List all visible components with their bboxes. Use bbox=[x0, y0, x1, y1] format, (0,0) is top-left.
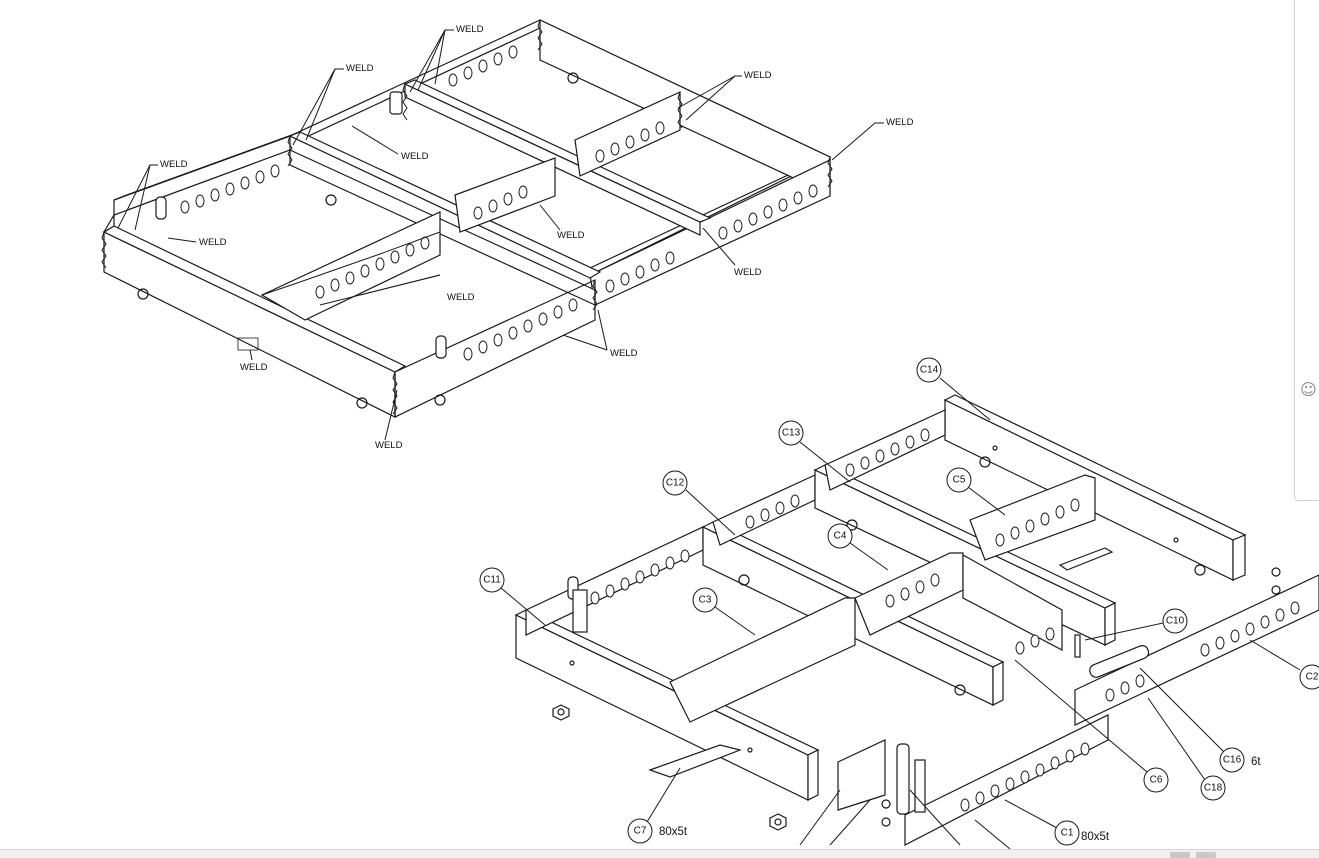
balloon-c11: C11 bbox=[483, 575, 501, 586]
balloon-c3: C3 bbox=[699, 595, 712, 606]
side-panel bbox=[1294, 0, 1319, 501]
exploded-assembly-view bbox=[514, 394, 1319, 846]
back-end-holes bbox=[845, 428, 930, 477]
mid-cross-holes-c bbox=[595, 121, 665, 163]
balloon-c18: C18 bbox=[1204, 783, 1223, 794]
c1-spec: 80x5t bbox=[1081, 831, 1110, 843]
balloon-c5: C5 bbox=[953, 475, 966, 486]
balloon-c4: C4 bbox=[834, 531, 847, 542]
c16-spec: 6t bbox=[1251, 756, 1261, 768]
weld-label: WELD bbox=[375, 440, 403, 451]
weld-label: WELD bbox=[744, 70, 772, 81]
mid-cross-holes-b bbox=[473, 185, 528, 220]
right-end-holes bbox=[605, 184, 818, 293]
balloon-c10: C10 bbox=[1166, 616, 1185, 627]
c4-holes bbox=[885, 573, 940, 608]
mid-cross-holes-a bbox=[315, 236, 430, 299]
balloon-c7: C7 bbox=[634, 826, 647, 837]
weld-label: WELD bbox=[456, 24, 484, 35]
balloon-c6: C6 bbox=[1150, 775, 1163, 786]
weld-label: WELD bbox=[734, 267, 762, 278]
balloon-c13: C13 bbox=[782, 428, 801, 439]
weld-label: WELD bbox=[160, 159, 188, 170]
weld-label: WELD bbox=[557, 230, 585, 241]
weld-callouts: WELD WELD WELD WELD WELD WELD WELD WELD … bbox=[117, 24, 914, 451]
back-rail-holes bbox=[448, 45, 518, 87]
c11-end-holes bbox=[590, 549, 690, 605]
c7-spec: 80x5t bbox=[659, 826, 688, 838]
weld-label: WELD bbox=[447, 292, 475, 303]
status-bar bbox=[0, 849, 1319, 858]
balloon-c16: C16 bbox=[1223, 755, 1242, 766]
weld-label: WELD bbox=[199, 237, 227, 248]
balloon-c2: C2 bbox=[1306, 672, 1319, 683]
weld-label: WELD bbox=[886, 117, 914, 128]
c1-holes bbox=[960, 742, 1090, 812]
balloon-c1: C1 bbox=[1061, 828, 1074, 839]
welded-assembly-view bbox=[101, 19, 833, 418]
weld-seams bbox=[101, 19, 833, 415]
weld-label: WELD bbox=[610, 348, 638, 359]
front-end-holes bbox=[463, 298, 578, 361]
c12-end-holes bbox=[745, 494, 800, 529]
balloon-c12: C12 bbox=[666, 478, 685, 489]
c5-holes bbox=[995, 498, 1080, 547]
balloon-c14: C14 bbox=[920, 365, 939, 376]
c2-holes bbox=[1105, 601, 1300, 702]
weld-label: WELD bbox=[240, 362, 268, 373]
view-toggle-button[interactable] bbox=[1196, 852, 1216, 858]
smiley-icon[interactable]: ☺ bbox=[1300, 380, 1317, 399]
weld-label: WELD bbox=[401, 151, 429, 162]
part-balloons: C14 C13 C12 C5 C4 C3 C11 C10 C2 C16 6t C… bbox=[479, 357, 1319, 850]
view-toggle-button[interactable] bbox=[1170, 852, 1190, 858]
left-rail-holes bbox=[180, 164, 280, 214]
c6-holes bbox=[1015, 627, 1055, 655]
weld-label: WELD bbox=[346, 63, 374, 74]
